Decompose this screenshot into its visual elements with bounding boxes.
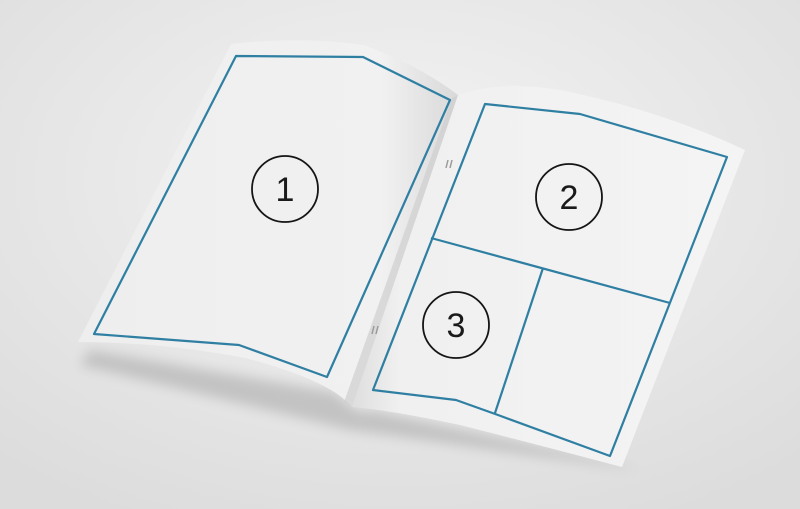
panel-2-number: 2 — [560, 179, 579, 217]
panel-1-number: 1 — [276, 171, 295, 209]
panel-3-number: 3 — [447, 307, 466, 345]
